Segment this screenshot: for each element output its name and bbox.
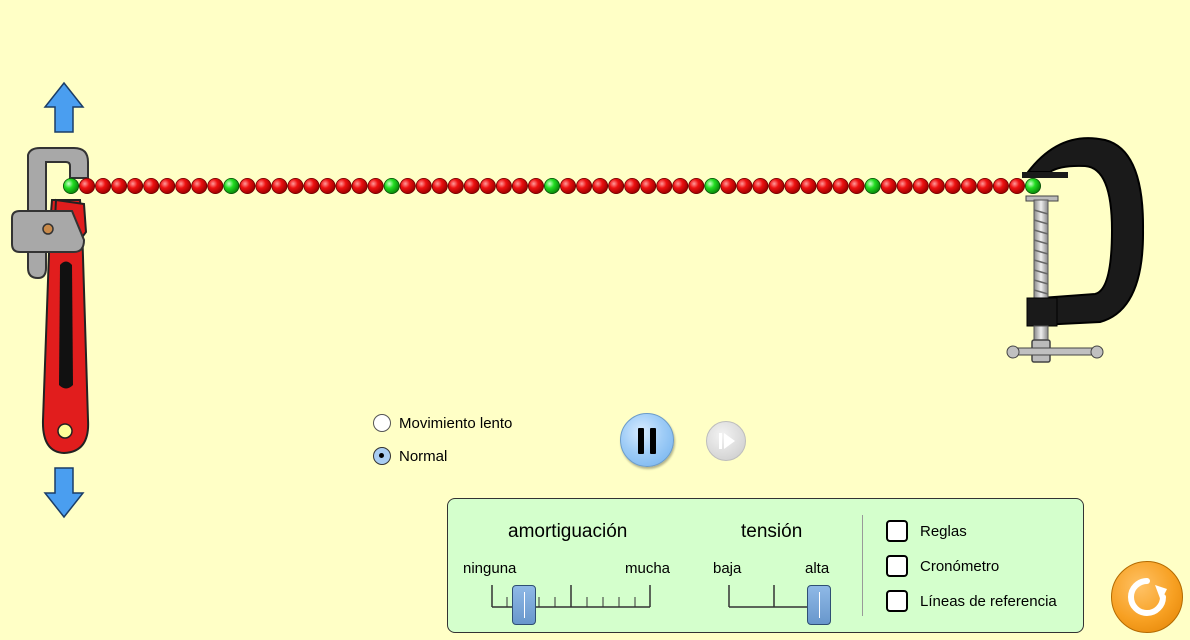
reset-icon <box>1128 578 1167 616</box>
slow-motion-label: Movimiento lento <box>399 414 513 432</box>
bead <box>1008 177 1025 194</box>
bead <box>239 177 256 194</box>
bead <box>127 177 144 194</box>
bead <box>976 177 993 194</box>
reference-bead <box>1025 177 1042 194</box>
bead <box>79 177 96 194</box>
bead <box>143 177 160 194</box>
bead <box>592 177 609 194</box>
move-down-arrow-icon[interactable] <box>43 467 85 519</box>
bead <box>511 177 528 194</box>
stopwatch-label: Cronómetro <box>920 557 1000 575</box>
bead <box>576 177 593 194</box>
bead <box>944 177 961 194</box>
bead <box>479 177 496 194</box>
bead <box>688 177 705 194</box>
bead <box>640 177 657 194</box>
reference-bead <box>63 177 80 194</box>
bead <box>768 177 785 194</box>
bead <box>431 177 448 194</box>
string-beads[interactable] <box>63 177 1042 194</box>
pause-button[interactable] <box>620 413 674 467</box>
bead <box>624 177 641 194</box>
bead <box>928 177 945 194</box>
tension-max-label: alta <box>805 560 830 577</box>
bead <box>672 177 689 194</box>
damping-max-label: mucha <box>625 560 671 577</box>
bead <box>800 177 817 194</box>
bead <box>207 177 224 194</box>
bead <box>463 177 480 194</box>
reference-lines-label: Líneas de referencia <box>920 592 1057 610</box>
bead <box>367 177 384 194</box>
bead <box>303 177 320 194</box>
tension-title: tensión <box>741 521 803 542</box>
bead <box>191 177 208 194</box>
damping-title: amortiguación <box>508 521 628 542</box>
bead <box>447 177 464 194</box>
bead <box>656 177 673 194</box>
bead <box>415 177 432 194</box>
step-forward-icon <box>719 433 735 449</box>
bead <box>912 177 929 194</box>
bead <box>896 177 913 194</box>
rulers-label: Reglas <box>920 522 967 540</box>
reference-lines-checkbox-row[interactable]: Líneas de referencia <box>886 590 1057 612</box>
bead <box>848 177 865 194</box>
rulers-checkbox-row[interactable]: Reglas <box>886 520 967 542</box>
normal-speed-radio-circle[interactable] <box>373 447 391 465</box>
bead <box>319 177 336 194</box>
rulers-checkbox[interactable] <box>886 520 908 542</box>
bead <box>736 177 753 194</box>
move-up-arrow-icon[interactable] <box>43 81 85 133</box>
damping-slider-track[interactable] <box>448 499 858 634</box>
bead <box>720 177 737 194</box>
bead <box>335 177 352 194</box>
bead <box>255 177 272 194</box>
bead <box>527 177 544 194</box>
tension-min-label: baja <box>713 560 742 577</box>
wrench-icon[interactable] <box>11 147 90 455</box>
reference-bead <box>864 177 881 194</box>
bead <box>159 177 176 194</box>
bead <box>271 177 288 194</box>
step-button[interactable] <box>706 421 746 461</box>
bead <box>960 177 977 194</box>
bead <box>992 177 1009 194</box>
reference-bead <box>223 177 240 194</box>
bead <box>111 177 128 194</box>
bead <box>608 177 625 194</box>
bead <box>95 177 112 194</box>
reference-bead <box>704 177 721 194</box>
bead <box>816 177 833 194</box>
damping-slider-thumb[interactable] <box>511 585 536 625</box>
bead <box>832 177 849 194</box>
stopwatch-checkbox-row[interactable]: Cronómetro <box>886 555 999 577</box>
bead <box>175 177 192 194</box>
reset-button[interactable] <box>1111 561 1183 633</box>
clamp-icon <box>1006 137 1145 363</box>
panel-divider <box>862 515 863 616</box>
slow-motion-radio[interactable]: Movimiento lento <box>373 414 512 432</box>
normal-speed-radio[interactable]: Normal <box>373 447 447 465</box>
bead <box>287 177 304 194</box>
bead <box>495 177 512 194</box>
reference-bead <box>383 177 400 194</box>
bead <box>351 177 368 194</box>
damping-min-label: ninguna <box>463 560 517 577</box>
bead <box>880 177 897 194</box>
control-panel: amortiguación ninguna mucha tensión baja… <box>447 498 1084 633</box>
bead <box>752 177 769 194</box>
bead <box>399 177 416 194</box>
reference-lines-checkbox[interactable] <box>886 590 908 612</box>
bead <box>560 177 577 194</box>
tension-slider-thumb[interactable] <box>807 585 831 625</box>
bead <box>784 177 801 194</box>
slow-motion-radio-circle[interactable] <box>373 414 391 432</box>
normal-speed-label: Normal <box>399 447 448 465</box>
reference-bead <box>544 177 561 194</box>
stopwatch-checkbox[interactable] <box>886 555 908 577</box>
